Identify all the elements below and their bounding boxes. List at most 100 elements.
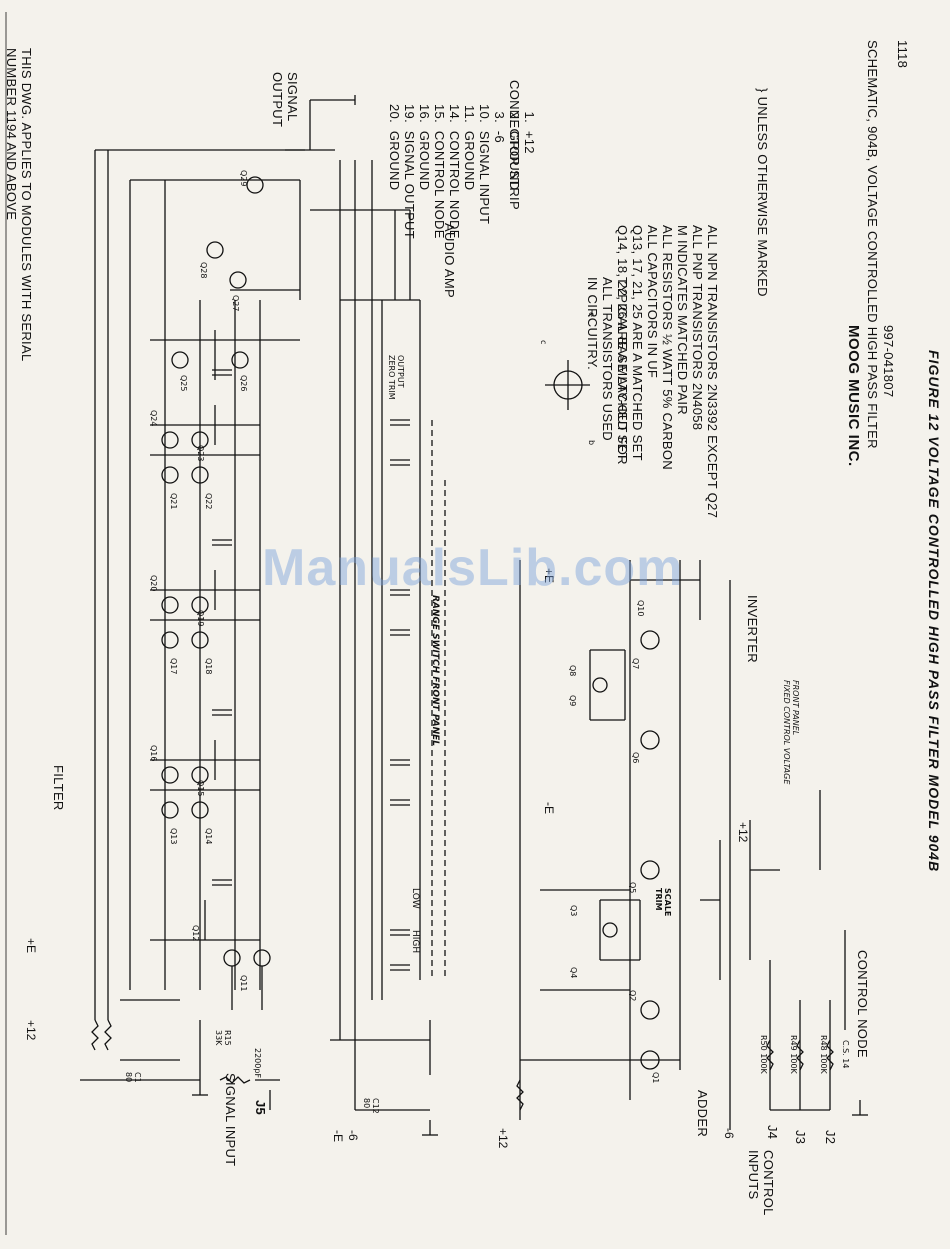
connector-pin: 16. GROUND — [417, 104, 432, 191]
q14-label: Q14 — [204, 828, 213, 845]
note-line: M INDICATES MATCHED PAIR — [675, 225, 690, 415]
c1-name: C1 — [133, 1072, 142, 1083]
connector-pin: 2. GROUND — [507, 111, 522, 191]
output-trim-label: OUTPUT ZERO TRIM — [387, 355, 405, 400]
control-node-label: CONTROL NODE — [855, 950, 870, 1058]
unless-text: UNLESS OTHERWISE MARKED — [755, 96, 770, 297]
part-number: 997-041807 — [881, 325, 896, 398]
q15-label: Q15 — [196, 780, 205, 797]
note-line: Q13, 17, 21, 25 ARE A MATCHED SET — [630, 225, 645, 461]
unless-brace: } — [755, 88, 770, 97]
q8-label: Q8 — [568, 665, 577, 677]
signal-input-label: SIGNAL INPUT — [223, 1073, 238, 1167]
base-layout-line2: ALL TRANSISTORS USED — [600, 277, 615, 441]
q22-label: Q22 — [204, 493, 213, 510]
q20-label: Q20 — [149, 575, 158, 592]
serial-note: THIS DWG. APPLIES TO MODULES WITH SERIAL… — [4, 48, 34, 361]
adder-res-r50: R50 100K — [759, 1035, 768, 1074]
jack-j5: J5 — [253, 1100, 268, 1116]
front-panel-label: FRONT PANEL FIXED CONTROL VOLTAGE — [782, 680, 800, 784]
front-word: FRONT — [430, 676, 440, 711]
output-trim-line1: OUTPUT — [396, 355, 405, 388]
supply-minus-e-2: -E — [542, 802, 556, 814]
signal-output-label: SIGNAL OUTPUT — [270, 72, 300, 127]
signal-output-line2: OUTPUT — [270, 72, 285, 128]
schematic-title: SCHEMATIC, 904B, VOLTAGE CONTROLLED HIGH… — [865, 40, 880, 449]
adder-res-r48: R48 100K — [819, 1035, 828, 1074]
q17-label: Q17 — [169, 658, 178, 675]
q28-label: Q28 — [199, 262, 208, 279]
r15-label: R15 33K — [214, 1030, 232, 1046]
component-notes: ALL NPN TRANSISTORS 2N3392 EXCEPT Q27 AL… — [615, 225, 720, 518]
range-switch-label: RANGE SWITCH FRONT PANEL — [430, 595, 440, 746]
connector-pin: 11. GROUND — [462, 104, 477, 191]
q11-label: Q11 — [239, 975, 248, 992]
r15-name: R15 — [223, 1030, 232, 1046]
q10-label: Q10 — [636, 600, 645, 617]
note-line: Q14, 18, 22, 26 ARE A MATCHED SET — [615, 225, 630, 461]
filter-label: FILTER — [51, 765, 66, 811]
q6-label: Q6 — [631, 752, 640, 764]
q21-label: Q21 — [169, 493, 178, 510]
supply-minus-6: -6 — [346, 1130, 360, 1141]
q13-label: Q13 — [169, 828, 178, 845]
q3-label: Q3 — [569, 905, 578, 917]
q24-label: Q24 — [149, 410, 158, 427]
q18-label: Q18 — [204, 658, 213, 675]
q1-label: Q1 — [651, 1072, 660, 1084]
range-word: RANGE — [430, 595, 440, 630]
c1-label: C1 80 — [124, 1072, 142, 1083]
c12-name: C12 — [371, 1098, 380, 1114]
cs14-label: C.S. 14 — [841, 1040, 850, 1069]
c1-value: 80 — [124, 1072, 133, 1083]
page-number: 1118 — [895, 40, 910, 69]
control-inputs-line1: CONTROL — [761, 1150, 776, 1216]
connector-pin: 10. SIGNAL INPUT — [477, 104, 492, 225]
q12-label: Q12 — [191, 925, 200, 942]
supply-plus-12-b: +12 — [496, 1128, 510, 1149]
control-inputs-label: CONTROL INPUTS — [746, 1150, 776, 1216]
connector-pin-list: 1. +12 2. GROUND 3. -6 10. SIGNAL INPUT … — [387, 95, 537, 239]
connector-pin: 20. GROUND — [387, 104, 402, 191]
connector-pin: 3. -6 — [492, 111, 507, 143]
note-line: ALL NPN TRANSISTORS 2N3392 EXCEPT Q27 — [705, 225, 720, 519]
adder-label: ADDER — [695, 1090, 710, 1138]
q23-label: Q23 — [196, 445, 205, 462]
front-panel-line2: FIXED CONTROL VOLTAGE — [782, 680, 791, 785]
c12-label: C12 80 — [362, 1098, 380, 1114]
switch-word: SWITCH — [430, 633, 440, 674]
supply-minus-6-b: -6 — [722, 1128, 736, 1139]
adder-res-r49: R49 100K — [789, 1035, 798, 1074]
signal-output-line1: SIGNAL — [285, 72, 300, 122]
control-inputs-line2: INPUTS — [746, 1150, 761, 1200]
q29-label: Q29 — [239, 170, 248, 187]
base-pin-e: e — [587, 312, 596, 317]
jack-j2: J2 — [823, 1130, 838, 1145]
note-line: ALL CAPACITORS IN UF — [645, 225, 660, 379]
connector-pin: 15. CONTROL NODE — [432, 104, 447, 239]
supply-plus-e: +E — [24, 938, 38, 954]
figure-title: FIGURE 12 VOLTAGE CONTROLLED HIGH PASS F… — [926, 350, 942, 873]
c2-label: 2200pF — [253, 1048, 262, 1079]
maker-name: MOOG MUSIC INC. — [845, 325, 862, 467]
switch-low: LOW — [410, 888, 420, 909]
serial-note-line1: THIS DWG. APPLIES TO MODULES WITH SERIAL — [19, 48, 34, 362]
q7-label: Q7 — [631, 658, 640, 670]
base-pin-c: c — [539, 340, 548, 345]
scale-trim-line1: SCALE — [663, 888, 672, 917]
q27-label: Q27 — [231, 295, 240, 312]
q26-label: Q26 — [239, 375, 248, 392]
panel-word: PANEL — [430, 713, 440, 746]
connector-pin: 19. SIGNAL OUTPUT — [402, 104, 417, 239]
q2-label: Q2 — [628, 990, 637, 1002]
supply-plus-12-c: +12 — [736, 822, 750, 843]
q25-label: Q25 — [179, 375, 188, 392]
switch-high: HIGH — [410, 930, 420, 954]
note-line: ALL PNP TRANSISTORS 2N4058 — [690, 225, 705, 431]
jack-j3: J3 — [793, 1130, 808, 1145]
note-line: ALL RESISTORS ½ WATT 5% CARBON — [660, 225, 675, 470]
unless-marked-note: } UNLESS OTHERWISE MARKED — [755, 88, 770, 297]
q4-label: Q4 — [569, 967, 578, 979]
base-pin-b: b — [587, 440, 596, 446]
